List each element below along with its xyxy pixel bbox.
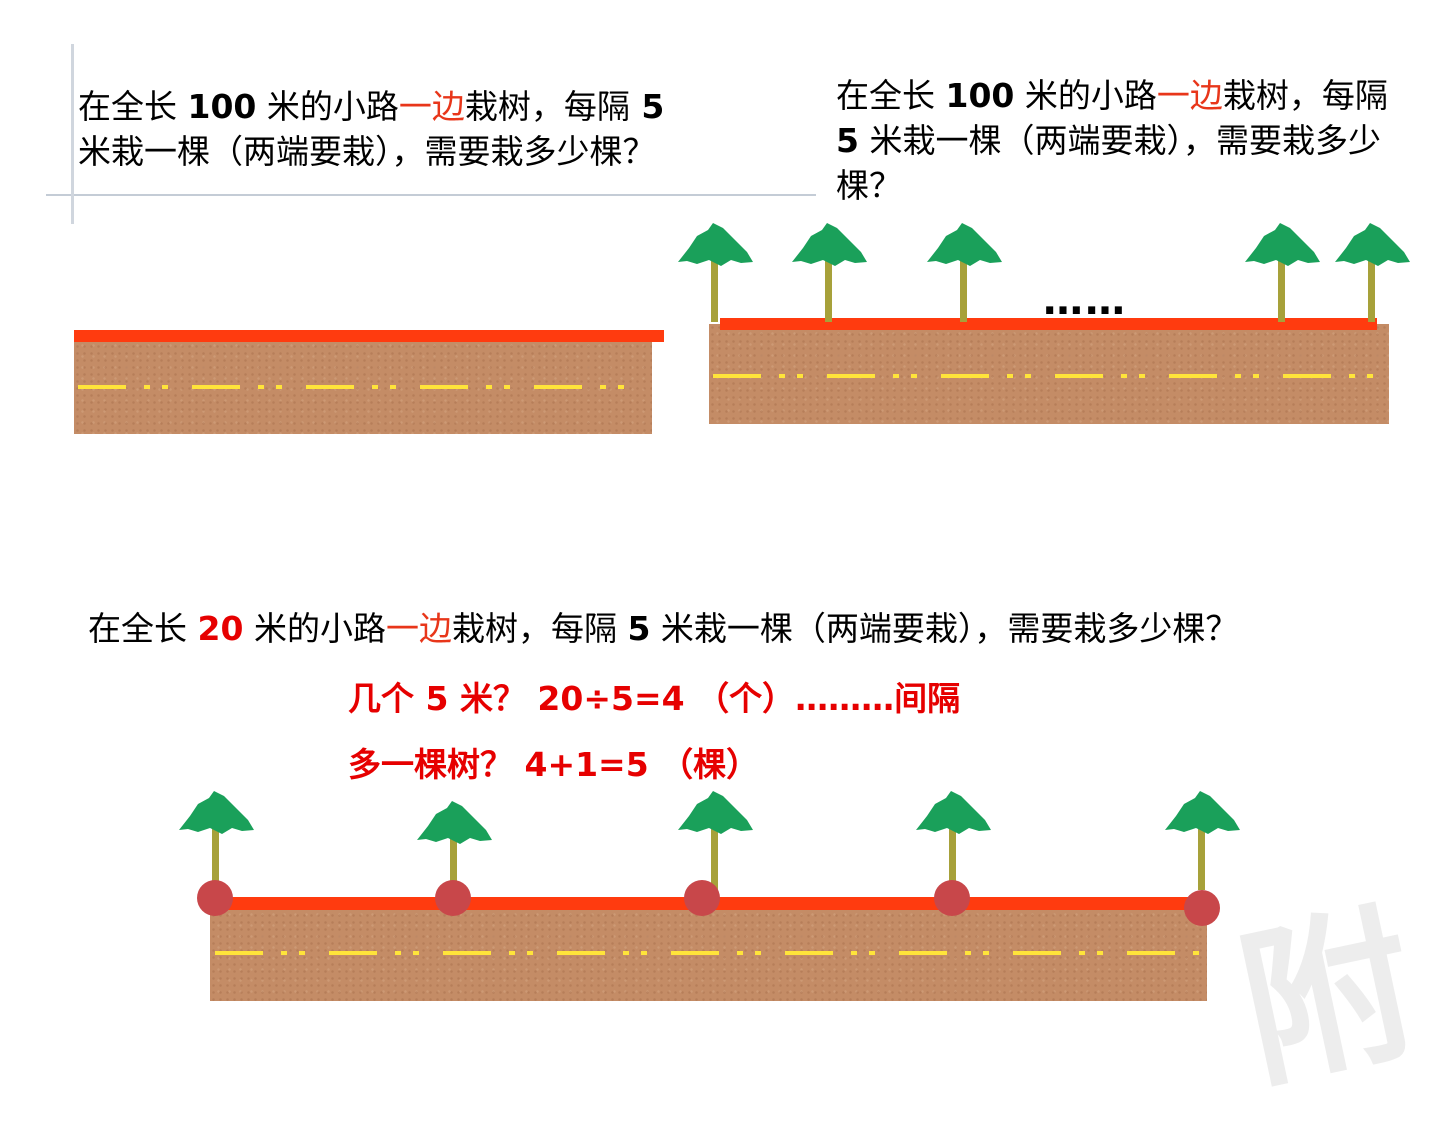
planting-point-icon: [684, 880, 720, 916]
road-1-centerline: [78, 385, 648, 389]
q2-part-d: 米栽一棵（两端要栽），需要栽多少棵？: [836, 121, 1381, 205]
divider-line: [46, 194, 816, 196]
ellipsis: ……: [1043, 278, 1127, 324]
q3-part-a: 在全长: [88, 609, 187, 648]
tree-icon: [675, 222, 755, 322]
tree-icon: [913, 790, 993, 890]
q1-interval: 5: [641, 87, 665, 126]
planting-point-icon: [1184, 890, 1220, 926]
road-2-edge: [720, 318, 1377, 330]
planting-point-icon: [934, 880, 970, 916]
tree-icon: [675, 790, 755, 890]
tree-icon: [924, 222, 1004, 322]
q3-length: 20: [197, 609, 244, 648]
q3-part-d: 米栽一棵（两端要栽），需要栽多少棵？: [660, 609, 1239, 648]
road-2-centerline: [713, 374, 1385, 378]
equation-trees: 多一棵树？ 4+1=5 （棵）: [348, 745, 760, 784]
question-text-2: 在全长 100 米的小路一边栽树，每隔 5 米栽一棵（两端要栽），需要栽多少棵？: [836, 73, 1396, 208]
q1-part-c: 栽树，每隔: [464, 87, 630, 126]
tree-icon: [1242, 222, 1322, 322]
q2-part-a: 在全长: [836, 76, 935, 115]
tree-icon: [1332, 222, 1412, 322]
q2-length: 100: [945, 76, 1015, 115]
road-1-edge: [74, 330, 664, 342]
tree-icon: [176, 790, 256, 890]
q1-part-a: 在全长: [78, 87, 177, 126]
q1-highlight: 一边: [398, 87, 465, 126]
q3-highlight: 一边: [385, 609, 452, 648]
tree-icon: [789, 222, 869, 322]
q2-highlight: 一边: [1156, 76, 1223, 115]
equation-intervals: 几个 5 米？ 20÷5=4 （个）………间隔: [348, 679, 961, 718]
q1-length: 100: [187, 87, 257, 126]
q1-part-d: 米栽一棵（两端要栽），需要栽多少棵？: [78, 132, 656, 171]
question-text-3: 在全长 20 米的小路一边栽树，每隔 5 米栽一棵（两端要栽），需要栽多少棵？: [88, 606, 1238, 651]
q3-part-c: 栽树，每隔: [451, 609, 617, 648]
q2-part-b: 米的小路: [1024, 76, 1157, 115]
divider-line-vertical: [71, 44, 74, 224]
q3-part-b: 米的小路: [253, 609, 386, 648]
planting-point-icon: [197, 880, 233, 916]
q2-interval: 5: [836, 121, 859, 160]
road-3-centerline: [215, 951, 1203, 955]
planting-point-icon: [435, 880, 471, 916]
question-text-1: 在全长 100 米的小路一边栽树，每隔 5 米栽一棵（两端要栽），需要栽多少棵？: [78, 84, 668, 174]
q1-part-b: 米的小路: [266, 87, 399, 126]
q2-part-c: 栽树，每隔: [1222, 76, 1388, 115]
q3-interval: 5: [627, 609, 651, 648]
tree-icon: [1162, 790, 1242, 890]
